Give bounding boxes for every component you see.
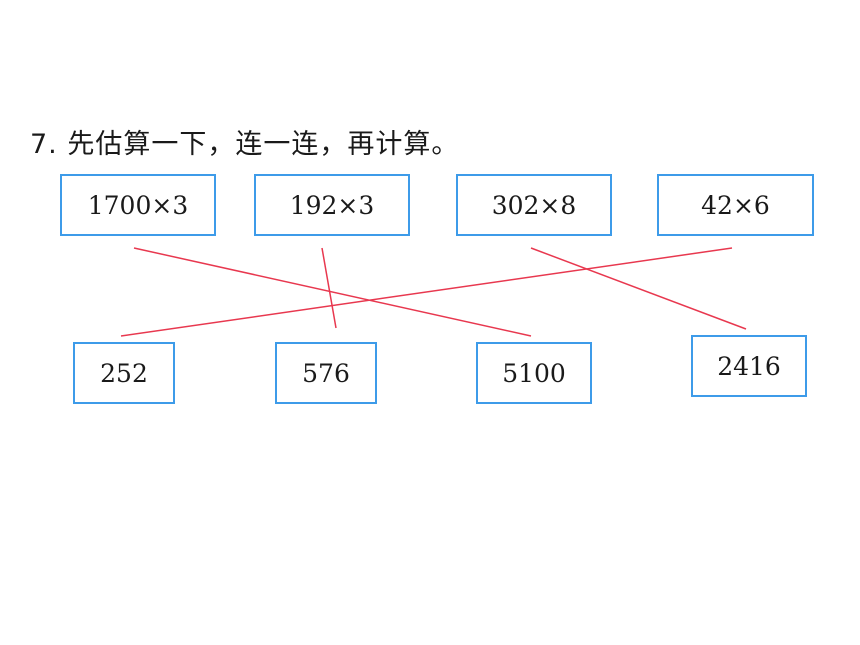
- expression-box-192x3[interactable]: 192×3: [254, 174, 410, 236]
- expression-box-302x8[interactable]: 302×8: [456, 174, 612, 236]
- connection-line-192x3-576: [321, 247, 337, 329]
- expression-box-42x6[interactable]: 42×6: [657, 174, 814, 236]
- expression-box-1700x3[interactable]: 1700×3: [60, 174, 216, 236]
- answer-box-5100[interactable]: 5100: [476, 342, 592, 404]
- answer-box-2416[interactable]: 2416: [691, 335, 807, 397]
- connection-line-1700x3-5100: [133, 247, 532, 337]
- connection-line-302x8-2416: [530, 247, 747, 330]
- connection-line-42x6-252: [120, 247, 733, 337]
- answer-box-576[interactable]: 576: [275, 342, 377, 404]
- answer-box-252[interactable]: 252: [73, 342, 175, 404]
- question-text: 7. 先估算一下，连一连，再计算。: [30, 129, 460, 160]
